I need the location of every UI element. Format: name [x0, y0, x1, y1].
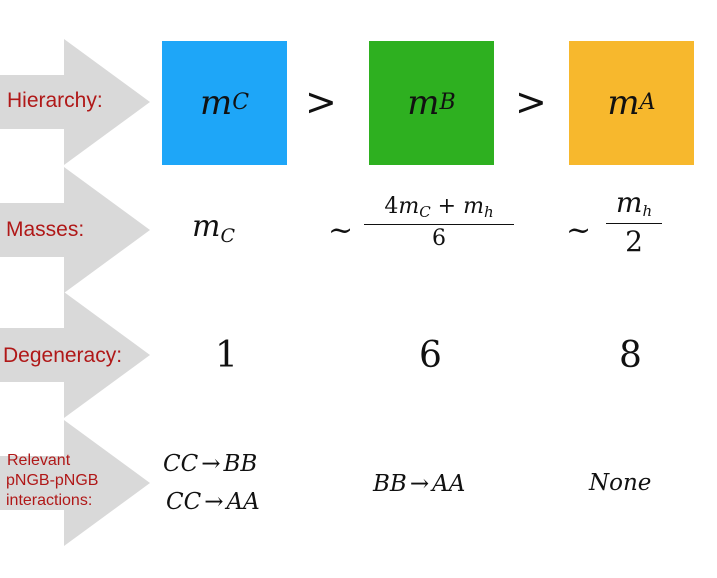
mass-b-denominator: 6 — [432, 226, 446, 251]
masses-label: Masses: — [6, 218, 85, 241]
row-arrow-hierarchy — [0, 39, 150, 165]
mass-a-numerator: mh — [615, 186, 653, 220]
relevant-label: Relevant — [7, 452, 71, 469]
greater-than-2: > — [515, 80, 547, 124]
mass-a-denominator: 2 — [625, 225, 643, 258]
row-arrow-degeneracy — [0, 292, 150, 418]
degeneracy-b: 6 — [419, 335, 442, 376]
degeneracy-label: Degeneracy: — [3, 344, 123, 367]
greater-than-1: > — [305, 80, 337, 124]
interaction-b: BB→AA — [373, 471, 466, 497]
hierarchy-label: Hierarchy: — [7, 89, 103, 112]
row-arrow-masses — [0, 167, 150, 293]
interaction-c-2: CC→AA — [166, 489, 260, 515]
interaction-a: None — [589, 470, 652, 496]
mass-b-numerator: 4mC + mh — [384, 194, 494, 221]
mass-a-fraction-bar — [606, 223, 662, 224]
row-arrow-interactions — [0, 420, 150, 546]
degeneracy-a: 8 — [619, 335, 642, 376]
mass-a-fraction: mh 2 — [604, 186, 664, 260]
tilde-b: ~ — [328, 213, 354, 248]
mass-b-fraction-bar — [364, 224, 514, 225]
interactions-label: interactions: — [6, 492, 93, 509]
mass-b-fraction: 4mC + mh 6 — [364, 193, 514, 253]
pngb-label: pNGB-pNGB — [6, 472, 99, 489]
mass-c: mC — [192, 209, 235, 247]
degeneracy-c: 1 — [215, 335, 238, 376]
tilde-a: ~ — [566, 213, 592, 248]
interaction-c-1: CC→BB — [163, 451, 258, 477]
